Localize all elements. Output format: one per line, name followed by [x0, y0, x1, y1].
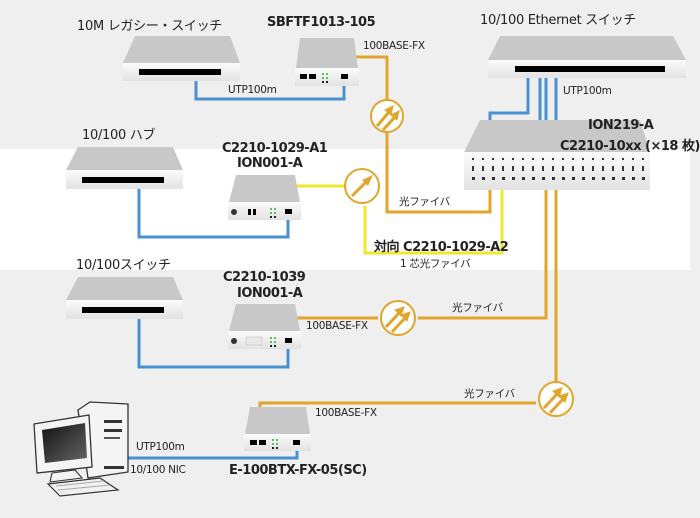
chassis-port: [522, 177, 525, 180]
c2210-1039-label-2: ION001-A: [237, 286, 303, 301]
fx-label-top: 100BASE-FX: [363, 40, 425, 52]
chassis-port: [472, 177, 475, 180]
utp-label-top: UTP100m: [228, 84, 277, 96]
chassis-port: [492, 177, 495, 180]
chassis-port: [502, 177, 505, 180]
chassis-port: [582, 166, 584, 171]
chassis-port: [532, 177, 535, 180]
ethernet-switch-label: 10/100 Ethernet スイッチ: [480, 13, 636, 28]
single-core-fiber-label: 1 芯光ファイバ: [400, 258, 471, 270]
chassis-port: [612, 166, 614, 171]
chassis-port: [492, 166, 494, 171]
utp-cable-hub: [137, 184, 290, 239]
chassis-port: [612, 158, 614, 160]
c2210-a1-label-2: ION001-A: [237, 156, 303, 171]
chassis-port: [542, 177, 545, 180]
chassis-port: [592, 177, 595, 180]
chassis-port: [532, 158, 534, 160]
fiber-connector-icon: [344, 168, 380, 204]
chassis-port: [632, 166, 634, 171]
chassis-port: [542, 158, 544, 160]
chassis-port: [482, 166, 484, 171]
chassis-port: [582, 177, 585, 180]
utp-cable-legacy: [194, 72, 346, 101]
chassis-port: [622, 158, 624, 160]
chassis-port: [552, 177, 555, 180]
chassis-port: [522, 166, 524, 171]
fiber-label-row4: 光ファイバ: [464, 388, 515, 400]
chassis-label-2: C2210-10xx (×18 枚): [560, 139, 700, 154]
chassis-port: [562, 177, 565, 180]
chassis-port: [482, 158, 484, 160]
chassis-port: [582, 158, 584, 160]
fiber-label-row3: 光ファイバ: [452, 302, 503, 314]
hub-10-100: [66, 147, 183, 189]
chassis-port: [552, 158, 554, 160]
c2210-a1-label-1: C2210-1029-A1: [222, 141, 328, 156]
nic-label: 10/100 NIC: [130, 464, 186, 476]
chassis-port: [622, 177, 625, 180]
switch-10-100: [66, 277, 183, 319]
c2210-1039-label-1: C2210-1039: [223, 270, 306, 285]
chassis-port: [632, 158, 634, 160]
chassis-port: [612, 177, 615, 180]
chassis-port: [642, 177, 645, 180]
sbftf-label: SBFTF1013-105: [267, 15, 376, 30]
legacy-switch-label: 10M レガシー・スイッチ: [77, 19, 222, 34]
chassis-port: [562, 158, 564, 160]
fiber-connector-icon: [370, 99, 404, 133]
single-fiber-cable-down: [363, 178, 504, 255]
switch-label: 10/100スイッチ: [76, 258, 171, 273]
chassis-port: [602, 158, 604, 160]
pc-computer: [33, 401, 129, 497]
fx-label-row4: 100BASE-FX: [315, 407, 377, 419]
chassis-port: [502, 158, 504, 160]
fiber-connector-icon: [380, 300, 416, 336]
chassis-port: [592, 166, 594, 171]
fiber-label-mid: 光ファイバ: [399, 196, 450, 208]
chassis-port: [552, 166, 554, 171]
chassis-port: [632, 177, 635, 180]
chassis-label-1: ION219-A: [588, 118, 654, 133]
chassis-port: [572, 166, 574, 171]
hub-label: 10/100 ハブ: [82, 128, 156, 143]
chassis-port: [512, 177, 515, 180]
chassis-port: [572, 177, 575, 180]
opposite-label: 対向 C2210-1029-A2: [374, 240, 509, 255]
chassis-port: [602, 177, 605, 180]
chassis-port: [502, 166, 504, 171]
chassis-port: [642, 158, 644, 160]
chassis-port: [622, 166, 624, 171]
legacy-switch: [123, 36, 240, 81]
fx-label-row3: 100BASE-FX: [306, 320, 368, 332]
chassis-port: [492, 158, 494, 160]
ion219-chassis: [464, 120, 650, 190]
c2210-1039-converter: [228, 304, 301, 349]
chassis-port: [542, 166, 544, 171]
utp-label-ethernet: UTP100m: [563, 85, 612, 97]
chassis-port: [472, 158, 474, 160]
sbftf-converter: [295, 38, 359, 86]
utp-cable-switch: [137, 316, 290, 369]
fiber-cable-row3-right: [418, 178, 548, 320]
chassis-port: [522, 158, 524, 160]
chassis-port: [512, 158, 514, 160]
c2210-1029-a1-converter: [228, 175, 301, 220]
fiber-connector-icon: [538, 381, 574, 417]
e100btx-converter: [244, 407, 311, 451]
chassis-port: [572, 158, 574, 160]
chassis-port: [642, 166, 644, 171]
chassis-port: [482, 177, 485, 180]
utp-label-pc: UTP100m: [136, 441, 185, 453]
chassis-port: [592, 158, 594, 160]
chassis-port: [532, 166, 534, 171]
chassis-port: [472, 166, 474, 171]
e100btx-label: E-100BTX-FX-05(SC): [229, 463, 367, 478]
chassis-port: [602, 166, 604, 171]
chassis-port: [512, 166, 514, 171]
fiber-cable-sbftf-down: [385, 132, 492, 214]
ethernet-switch: [488, 36, 686, 78]
chassis-port: [562, 166, 564, 171]
